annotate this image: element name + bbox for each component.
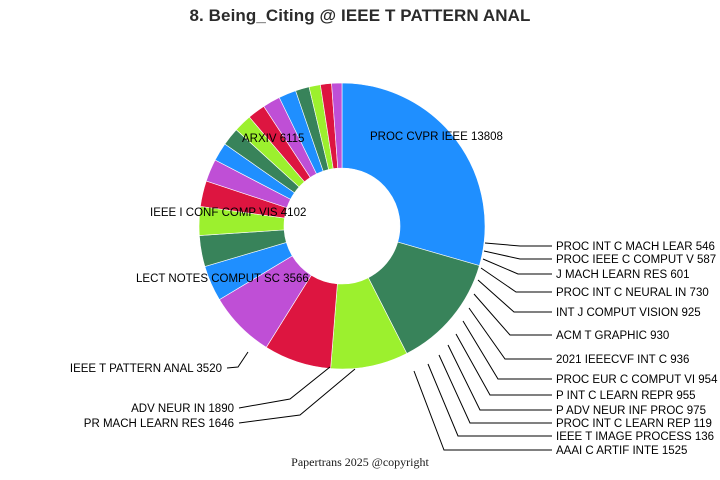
leader-2021-ieeecvf-int-c: [468, 307, 552, 360]
slice-callout-label: PROC INT C MACH LEAR 546: [556, 241, 715, 253]
slice-callout-label: P ADV NEUR INF PROC 975: [556, 405, 706, 417]
slice-callout-label: IEEE T IMAGE PROCESS 136: [556, 431, 714, 443]
donut-slice-group: [198, 82, 486, 370]
slice-callout-label: PROC IEEE C COMPUT V 587: [556, 254, 716, 266]
copyright-footer: Papertrans 2025 @copyright: [291, 455, 429, 469]
leader-ieee-t-pattern-anal: [226, 351, 249, 369]
slice-inner-label: IEEE I CONF COMP VIS 4102: [150, 207, 306, 219]
page-title: 8. Being_Citing @ IEEE T PATTERN ANAL: [189, 6, 531, 25]
leader-aaai-c-artif-inte: [413, 370, 552, 451]
leader-adv-neur-in: [238, 366, 331, 409]
leader-pr-mach-learn-res: [238, 368, 356, 424]
leader-p-adv-neur-inf-proc: [447, 344, 552, 411]
leader-p-int-c-learn-repr: [455, 333, 552, 396]
slice-callout-label: ADV NEUR IN 1890: [131, 403, 234, 415]
slice-callout-label: INT J COMPUT VISION 925: [556, 307, 701, 319]
slice-callout-label: PR MACH LEARN RES 1646: [84, 418, 234, 430]
leader-j-mach-learn-res: [482, 258, 552, 275]
slice-inner-label: PROC CVPR IEEE 13808: [370, 131, 503, 143]
leader-proc-eur-c-comput-vi: [462, 320, 552, 380]
leader-acm-t-graphic: [473, 293, 552, 336]
leader-line-group: [226, 242, 552, 451]
slice-callout-label: J MACH LEARN RES 601: [556, 269, 690, 281]
leader-proc-int-c-neural-in: [480, 267, 552, 293]
slice-callout-label: PROC INT C NEURAL IN 730: [556, 287, 709, 299]
leader-ieee-t-image-process: [427, 363, 552, 437]
donut-slice[interactable]: [341, 82, 486, 266]
leader-proc-int-c-learn-rep: [438, 354, 552, 424]
slice-callout-label: P INT C LEARN REPR 955: [556, 390, 696, 402]
slice-callout-label: 2021 IEEECVF INT C 936: [556, 354, 689, 366]
slice-inner-label: LECT NOTES COMPUT SC 3566: [136, 273, 309, 285]
slice-inner-label: ARXIV 6115: [242, 133, 304, 145]
donut-slice[interactable]: [331, 82, 343, 169]
slice-callout-label: ACM T GRAPHIC 930: [556, 330, 669, 342]
slice-callout-label: AAAI C ARTIF INTE 1525: [556, 445, 687, 457]
leader-int-j-comput-vision: [477, 279, 552, 313]
leader-proc-ieee-c-comput-v: [483, 250, 552, 260]
slice-callout-label: PROC EUR C COMPUT VI 954: [556, 374, 718, 386]
slice-callout-label: IEEE T PATTERN ANAL 3520: [70, 363, 222, 375]
leader-proc-int-c-mach-lear: [484, 242, 552, 247]
slice-callout-label: PROC INT C LEARN REP 119: [556, 418, 712, 430]
